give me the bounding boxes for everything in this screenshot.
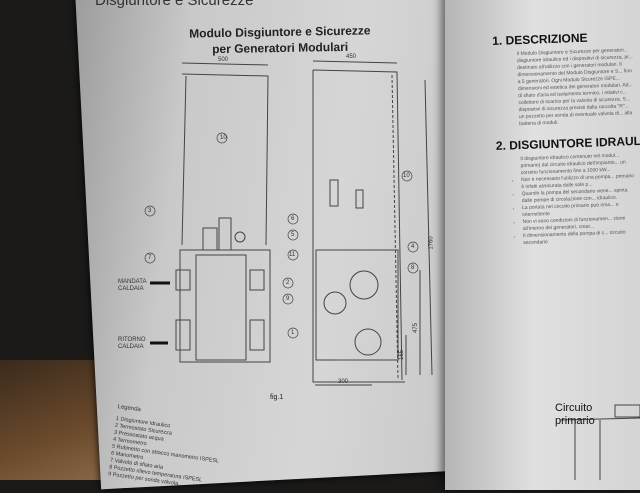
callout-6: 6 xyxy=(291,216,295,222)
dim-line-side xyxy=(312,60,398,64)
callout-10: 10 xyxy=(220,135,227,141)
legend-number: 7 xyxy=(109,457,114,464)
label-ritorno: RITORNO CALDAIA xyxy=(118,337,146,350)
side-hidden-line xyxy=(391,74,399,381)
legend-number: 9 xyxy=(107,471,112,478)
circuito-primario-label: Circuito primario xyxy=(555,402,595,427)
dim-line-front xyxy=(181,62,269,66)
label-mandata: MANDATA CALDAIA xyxy=(118,279,147,292)
dim-h165: 165 xyxy=(399,349,406,361)
callout-10-side: 10 xyxy=(403,173,410,179)
legend-number: 3 xyxy=(113,429,118,437)
circuit-diagram xyxy=(559,417,640,480)
separator-body xyxy=(195,254,247,361)
callout-5: 5 xyxy=(291,232,295,238)
section1-text: Il Modulo Disgiuntore e Sicurezze per ge… xyxy=(516,47,633,128)
air-vent xyxy=(218,217,232,251)
arrow-icon xyxy=(150,281,170,345)
legend-number: 6 xyxy=(110,450,115,457)
dim-depth-side: 450 xyxy=(346,54,357,60)
callout-3: 3 xyxy=(148,208,152,214)
dim-base: 300 xyxy=(338,379,349,385)
front-cabinet xyxy=(181,73,269,246)
manometer xyxy=(234,231,246,243)
flow-connection-right xyxy=(249,269,265,291)
legend-number: 5 xyxy=(111,443,116,450)
side-body xyxy=(315,249,399,361)
callout-11: 11 xyxy=(289,252,296,258)
document-page-right xyxy=(445,0,640,490)
flow-connection-left xyxy=(175,269,191,291)
return-connection-left xyxy=(175,319,191,351)
legend-number: 2 xyxy=(114,422,119,430)
callout-9: 9 xyxy=(286,296,290,302)
figure-caption: fig.1 xyxy=(270,394,284,401)
dim-height: 1760 xyxy=(428,236,435,250)
safety-valve-small xyxy=(355,189,364,209)
dim-h475: 475 xyxy=(413,322,420,334)
section2-bullets: Non è necessario l'utilizzo di una pompa… xyxy=(521,173,639,247)
section-header: Disgiuntore e Sicurezze xyxy=(95,0,254,9)
legend-number: 8 xyxy=(108,464,113,471)
circuit-component xyxy=(614,404,640,418)
side-cabinet xyxy=(312,69,405,383)
legend-number: 4 xyxy=(112,436,117,444)
right-page-column: 1. DESCRIZIONE Il Modulo Disgiuntore e S… xyxy=(492,29,640,248)
dim-line-height xyxy=(424,79,433,376)
return-connection-right xyxy=(249,319,265,351)
callout-8: 8 xyxy=(411,265,415,271)
section2-title: 2. DISGIUNTORE IDRAULICO xyxy=(495,133,640,153)
legend-number: 1 xyxy=(115,415,120,423)
callout-7: 7 xyxy=(148,255,152,261)
callout-1: 1 xyxy=(291,330,295,336)
dim-width-front: 500 xyxy=(218,57,229,63)
front-frame xyxy=(179,249,271,363)
flange-mid xyxy=(323,291,347,315)
flange-top xyxy=(349,270,379,300)
pressure-switch xyxy=(202,227,218,251)
safety-valve-large xyxy=(329,179,339,207)
callout-4: 4 xyxy=(411,244,415,250)
callout-circles xyxy=(144,132,419,339)
callout-2: 2 xyxy=(286,280,290,286)
flange-bottom xyxy=(354,328,382,356)
technical-drawing xyxy=(144,60,640,480)
